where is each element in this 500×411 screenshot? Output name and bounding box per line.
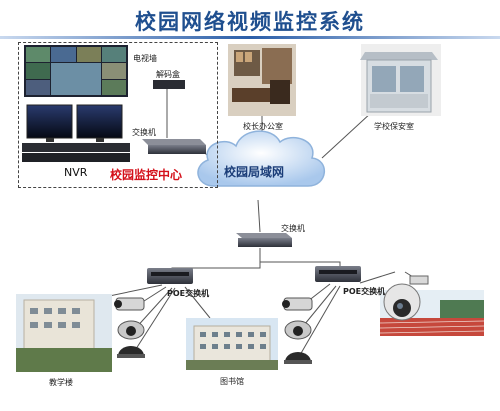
monitors: [26, 104, 123, 142]
lan-cloud: [197, 130, 326, 187]
monitoring-center-box: [18, 42, 218, 188]
decoder-label: 解码盒: [156, 70, 180, 79]
ptz-dome-camera: [383, 275, 429, 321]
tv-wall: [24, 45, 128, 97]
title-underline: [0, 36, 500, 39]
poe-switch-right-shape: [315, 266, 361, 282]
library-label: 图书馆: [220, 377, 244, 386]
security-booth-photo: [360, 44, 441, 116]
library-photo: [186, 318, 278, 370]
poe-switch-left-label: POE交换机: [167, 289, 210, 298]
camera-left-1: [114, 297, 145, 311]
poe-switch-left-shape: [147, 268, 193, 284]
page-title: 校园网络视频监控系统: [135, 9, 365, 34]
principal-office-label: 校长办公室: [243, 122, 283, 131]
principal-office-photo: [228, 44, 296, 116]
security-room-label: 学校保安室: [374, 122, 414, 131]
poe-switch-right-label: POE交换机: [343, 287, 386, 296]
camera-left-3: [117, 346, 145, 358]
monitor-center-label: 校园监控中心: [110, 168, 183, 182]
main-switch-label: 交换机: [281, 224, 305, 233]
camera-right-2: [284, 320, 312, 340]
teaching-building-photo: [16, 294, 112, 372]
nvr-label: NVR: [64, 166, 88, 179]
camera-right-3: [284, 352, 312, 364]
decoder-box: [153, 80, 185, 89]
main-switch: [236, 233, 292, 247]
center-switch-label: 交换机: [132, 128, 156, 137]
nvr-units: [22, 143, 130, 162]
camera-right-1: [282, 297, 313, 311]
title-bar: [0, 0, 500, 40]
camera-left-2: [117, 320, 145, 340]
tv-wall-label: 电视墙: [133, 54, 157, 63]
teaching-building-label: 教学楼: [49, 378, 73, 387]
lan-cloud-label: 校园局域网: [224, 165, 285, 179]
center-switch: [142, 139, 206, 154]
